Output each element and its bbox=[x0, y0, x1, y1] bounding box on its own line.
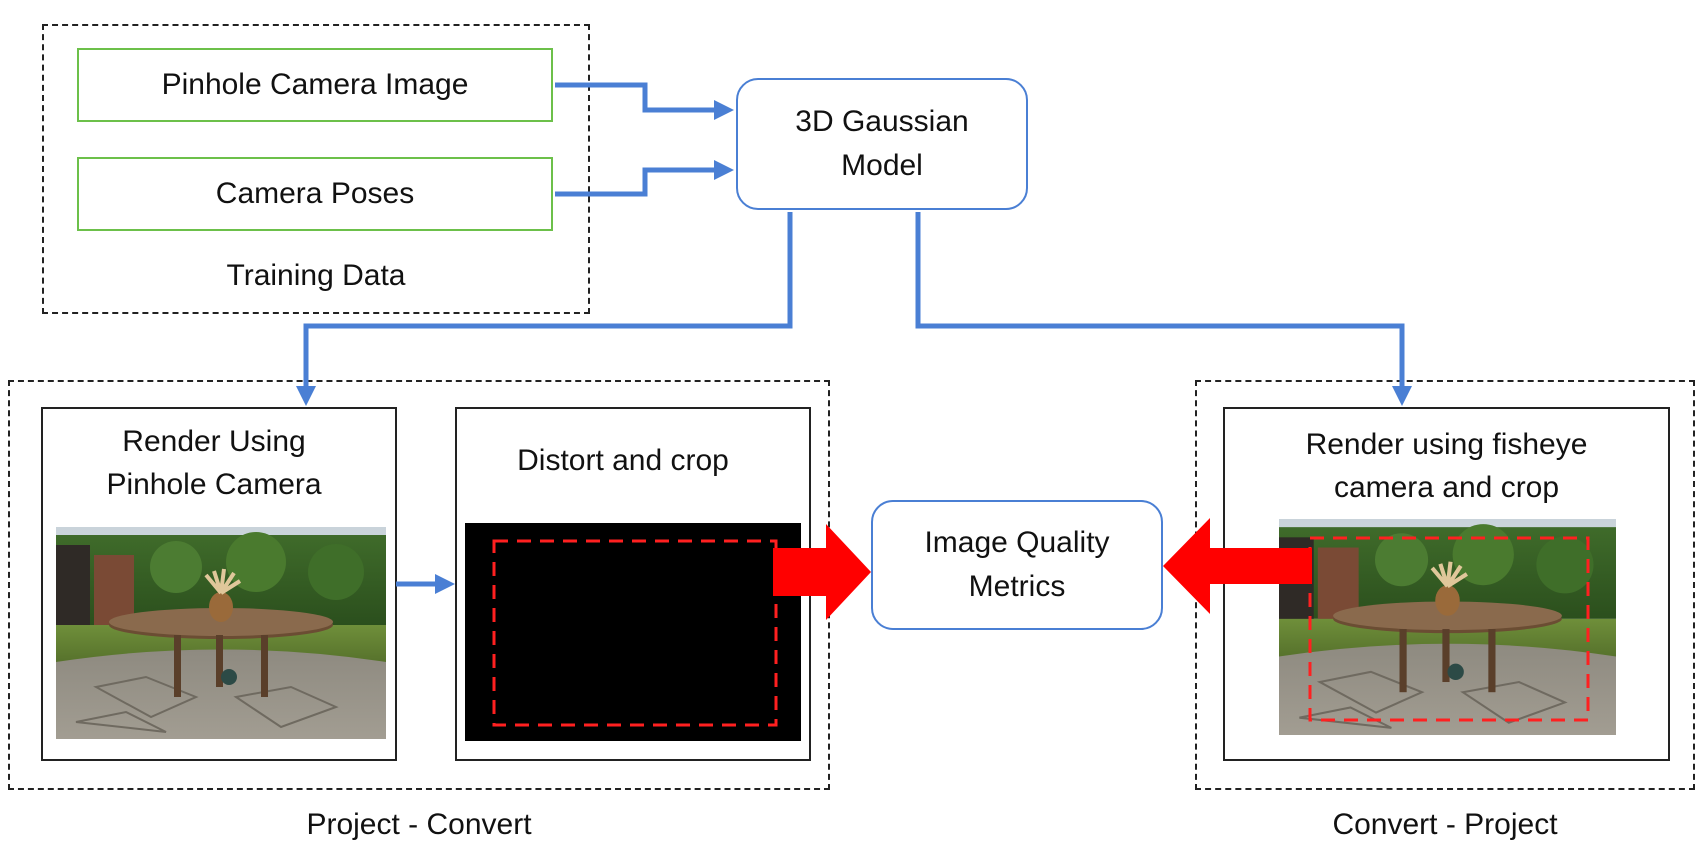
red-arrow-to-metrics-left bbox=[773, 524, 871, 620]
convert-project-caption: Convert - Project bbox=[1332, 808, 1558, 841]
arrowhead-image-to-model bbox=[714, 100, 734, 120]
distorted-photo-background bbox=[465, 523, 801, 741]
red-arrow-to-metrics-right bbox=[1163, 518, 1312, 614]
arrowhead-to-pinhole bbox=[296, 386, 316, 406]
metrics-line1: Image Quality bbox=[924, 526, 1110, 559]
connector-image-to-model bbox=[555, 82, 720, 113]
training-data-group bbox=[42, 24, 590, 314]
blue-arrowheads bbox=[296, 100, 1412, 594]
render-fisheye-title: Render using fisheye camera and crop bbox=[1223, 423, 1670, 509]
pinhole-render-photo bbox=[56, 527, 386, 739]
arrowhead-poses-to-model bbox=[714, 160, 734, 180]
training-data-caption: Training Data bbox=[226, 259, 406, 292]
connector-poses-to-model bbox=[555, 167, 720, 197]
render-fisheye-line1: Render using fisheye bbox=[1305, 428, 1588, 461]
arrowhead-to-distort bbox=[435, 574, 455, 594]
pinhole-camera-image-box: Pinhole Camera Image bbox=[77, 48, 553, 122]
connector-model-to-pinhole bbox=[303, 212, 793, 390]
render-pinhole-title: Render Using Pinhole Camera bbox=[41, 420, 387, 506]
image-quality-metrics-box: Image Quality Metrics bbox=[871, 500, 1163, 630]
camera-poses-label: Camera Poses bbox=[215, 177, 415, 210]
gaussian-model-line1: 3D Gaussian bbox=[795, 105, 969, 138]
pinhole-camera-image-label: Pinhole Camera Image bbox=[161, 68, 469, 101]
gaussian-model-line2: Model bbox=[841, 149, 923, 182]
project-convert-caption: Project - Convert bbox=[306, 808, 532, 841]
metrics-line2: Metrics bbox=[968, 570, 1066, 603]
fisheye-render-photo bbox=[1279, 519, 1616, 735]
arrowhead-to-fisheye bbox=[1392, 386, 1412, 406]
render-pinhole-line1: Render Using bbox=[122, 425, 306, 458]
distort-crop-outline bbox=[492, 539, 778, 727]
camera-poses-box: Camera Poses bbox=[77, 157, 553, 231]
gaussian-model-box: 3D Gaussian Model bbox=[736, 78, 1028, 210]
blue-connectors bbox=[303, 82, 1405, 587]
fisheye-crop-outline bbox=[1308, 536, 1590, 722]
distort-crop-title: Distort and crop bbox=[517, 444, 729, 477]
render-fisheye-line2: camera and crop bbox=[1333, 471, 1560, 504]
connector-model-to-fisheye bbox=[915, 212, 1405, 390]
render-pinhole-line2: Pinhole Camera bbox=[106, 468, 322, 501]
